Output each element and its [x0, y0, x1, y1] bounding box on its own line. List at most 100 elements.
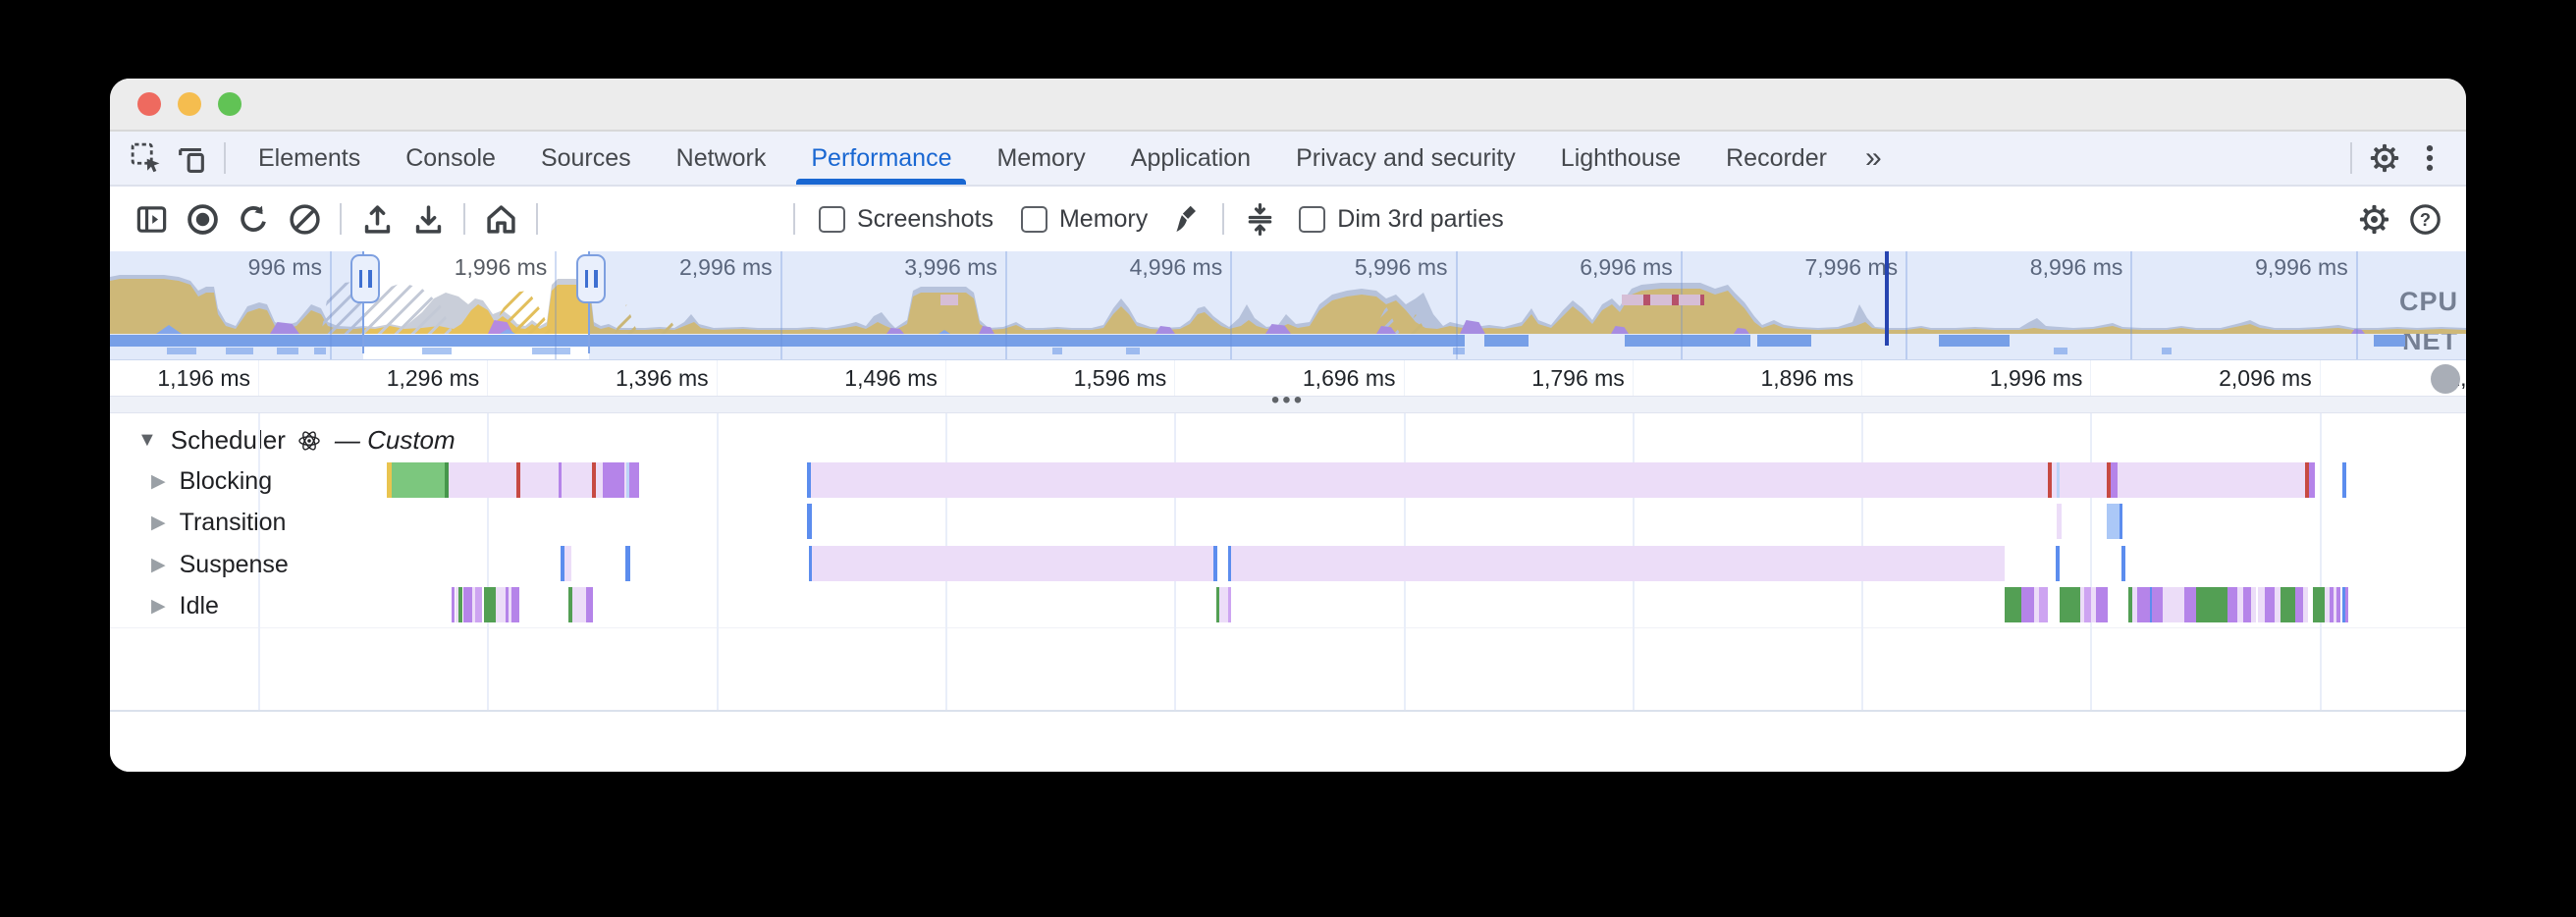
load-profile-button[interactable]: [351, 195, 402, 243]
timeline-event[interactable]: [387, 462, 392, 498]
timeline-event[interactable]: [2281, 587, 2295, 622]
timeline-event[interactable]: [2227, 587, 2237, 622]
timeline-event[interactable]: [2295, 587, 2303, 622]
timeline-event[interactable]: [509, 587, 511, 622]
timeline-event[interactable]: [811, 462, 2311, 498]
timeline-event[interactable]: [559, 462, 562, 498]
tab-performance[interactable]: Performance: [788, 132, 974, 185]
tab-console[interactable]: Console: [405, 143, 496, 172]
scheduler-track-header[interactable]: ▼ Scheduler — Custom: [137, 425, 456, 456]
row-label-blocking[interactable]: ▶Blocking: [151, 466, 272, 496]
tab-recorder[interactable]: Recorder: [1726, 143, 1827, 172]
timeline-event[interactable]: [2275, 587, 2281, 622]
timeline-event[interactable]: [603, 462, 624, 498]
timeline-event[interactable]: [2128, 587, 2132, 622]
timeline-event[interactable]: [2243, 587, 2251, 622]
timeline-event[interactable]: [496, 587, 506, 622]
timeline-event[interactable]: [2184, 587, 2196, 622]
memory-checkbox[interactable]: Memory: [1020, 205, 1148, 234]
timeline-event[interactable]: [1216, 587, 1219, 622]
timeline-event[interactable]: [2309, 462, 2315, 498]
timeline-event[interactable]: [2107, 462, 2111, 498]
capture-settings-button[interactable]: [2348, 195, 2399, 243]
timeline-event[interactable]: [2334, 587, 2336, 622]
timeline-event[interactable]: [586, 587, 593, 622]
timeline-event[interactable]: [2120, 504, 2122, 539]
timeline-event[interactable]: [2121, 546, 2125, 581]
timeline-event[interactable]: [592, 462, 596, 498]
timeline-event[interactable]: [629, 462, 639, 498]
timeline-event[interactable]: [472, 587, 475, 622]
tab-network[interactable]: Network: [675, 143, 767, 172]
timeline-event[interactable]: [1231, 546, 2005, 581]
zoom-button[interactable]: [218, 92, 242, 116]
timeline-event[interactable]: [625, 546, 630, 581]
timeline-event[interactable]: [2039, 587, 2048, 622]
row-label-transition[interactable]: ▶Transition: [151, 508, 286, 537]
timeline-event[interactable]: [2048, 462, 2052, 498]
inspect-element-button[interactable]: [124, 136, 169, 180]
expand-triangle-icon[interactable]: ▶: [151, 554, 166, 575]
tab-application[interactable]: Application: [1130, 143, 1252, 172]
main-menu-button[interactable]: [2407, 136, 2452, 180]
timeline-event[interactable]: [506, 587, 509, 622]
timeline-event[interactable]: [1228, 587, 1231, 622]
save-profile-button[interactable]: [402, 195, 454, 243]
timeline-event[interactable]: [2021, 587, 2034, 622]
timeline-event[interactable]: [812, 546, 1213, 581]
timeline-event[interactable]: [456, 587, 458, 622]
timeline-event[interactable]: [2345, 587, 2348, 622]
panel-drag-strip[interactable]: •••: [110, 389, 2466, 413]
timeline-event[interactable]: [1219, 587, 1228, 622]
timeline-event[interactable]: [458, 587, 462, 622]
timeline-event[interactable]: [809, 546, 812, 581]
record-button[interactable]: [177, 195, 228, 243]
timeline-event[interactable]: [445, 462, 449, 498]
timeline-event[interactable]: [484, 587, 496, 622]
timeline-event[interactable]: [2152, 587, 2163, 622]
timeline-event[interactable]: [2111, 462, 2118, 498]
timeline-event[interactable]: [1228, 546, 1231, 581]
device-toolbar-button[interactable]: [169, 136, 214, 180]
timeline-event[interactable]: [2265, 587, 2275, 622]
timeline-event[interactable]: [568, 587, 572, 622]
tab-memory[interactable]: Memory: [996, 143, 1086, 172]
record-and-reload-button[interactable]: [228, 195, 279, 243]
timeline-event[interactable]: [2258, 587, 2265, 622]
timeline-event[interactable]: [2057, 462, 2060, 498]
timeline-event[interactable]: [2084, 587, 2091, 622]
collapse-triangle-icon[interactable]: ▼: [137, 429, 157, 451]
row-label-suspense[interactable]: ▶Suspense: [151, 550, 289, 579]
timeline-event[interactable]: [2057, 504, 2062, 539]
timeline-event[interactable]: [2342, 462, 2346, 498]
timeline-event[interactable]: [572, 587, 586, 622]
timeline-event[interactable]: [511, 587, 519, 622]
timeline-event[interactable]: [2107, 504, 2120, 539]
timeline-event[interactable]: [2034, 587, 2039, 622]
expand-triangle-icon[interactable]: ▶: [151, 595, 166, 617]
timeline-event[interactable]: [475, 587, 482, 622]
timeline-event[interactable]: [564, 546, 571, 581]
timeline-event[interactable]: [2137, 587, 2150, 622]
screenshots-checkbox[interactable]: Screenshots: [819, 205, 993, 234]
timeline-event[interactable]: [807, 462, 811, 498]
tab-elements[interactable]: Elements: [258, 143, 361, 172]
dim-3rd-parties-checkbox[interactable]: Dim 3rd parties: [1299, 205, 1504, 234]
timeline-event[interactable]: [2336, 587, 2340, 622]
scrollbar-thumb[interactable]: [2431, 364, 2460, 394]
collapse-recording-button[interactable]: [1234, 195, 1285, 243]
track-area[interactable]: ▼ Scheduler — Custom ▶Blocking ▶Transitio…: [110, 413, 2466, 712]
timeline-event[interactable]: [2303, 587, 2308, 622]
timeline-event[interactable]: [561, 546, 564, 581]
timeline-event[interactable]: [807, 504, 812, 539]
feedback-help-button[interactable]: ?: [2399, 195, 2450, 243]
timeline-event[interactable]: [2330, 587, 2334, 622]
timeline-event[interactable]: [2056, 546, 2060, 581]
timeline-event[interactable]: [2305, 462, 2309, 498]
timeline-event[interactable]: [626, 462, 629, 498]
expand-triangle-icon[interactable]: ▶: [151, 470, 166, 492]
more-tabs-button[interactable]: »: [1864, 141, 1882, 174]
timeline-event[interactable]: [2163, 587, 2184, 622]
